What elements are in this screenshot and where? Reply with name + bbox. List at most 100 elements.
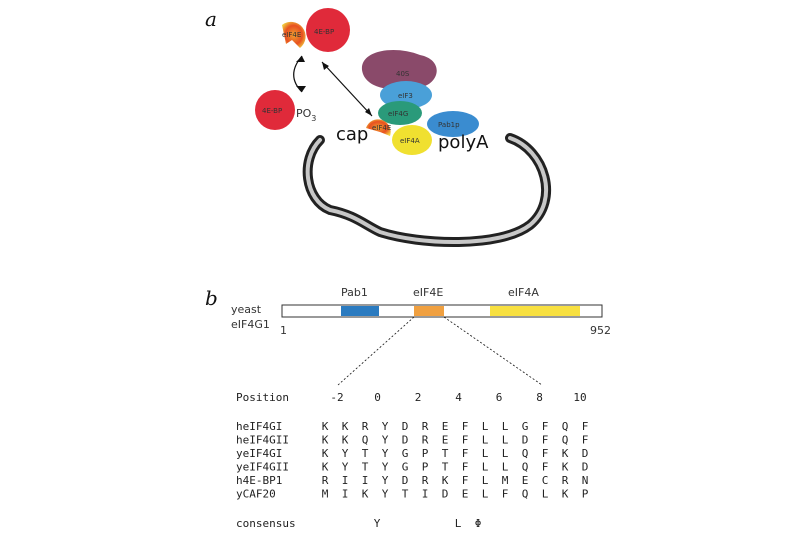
eif3-label: eIF3: [398, 92, 413, 100]
residue: D: [582, 447, 589, 460]
domain-eif4e-block: [414, 306, 444, 316]
eif4e-small-shape: [282, 21, 306, 48]
residue: F: [462, 434, 469, 447]
residue: G: [402, 447, 409, 460]
residue: Y: [342, 447, 349, 460]
eif4e-small-label: eIF4E: [282, 31, 301, 39]
consensus-y: Y: [374, 517, 381, 530]
consensus-l: L: [455, 517, 462, 530]
cap-label: cap: [336, 124, 368, 145]
sequence-name: heIF4GII: [236, 434, 289, 447]
residue: E: [442, 420, 449, 433]
end-position: 952: [590, 324, 611, 337]
residue: K: [342, 420, 349, 433]
position-tick: 0: [374, 391, 381, 404]
residue: P: [422, 461, 429, 474]
consensus-label: consensus: [236, 517, 296, 530]
residue: K: [442, 474, 449, 487]
residue: F: [542, 434, 549, 447]
residue: E: [522, 474, 529, 487]
residue: T: [442, 447, 449, 460]
domain-label-eif4a: eIF4A: [508, 286, 539, 299]
residue: M: [322, 488, 329, 501]
eif4a: eIF4A: [392, 125, 432, 155]
residue: K: [322, 461, 329, 474]
position-tick: 4: [455, 391, 462, 404]
residue: F: [462, 474, 469, 487]
residue: Q: [522, 488, 529, 501]
residue: R: [322, 474, 329, 487]
eif4e-4ebp-complex: eIF4E 4E-BP: [282, 8, 350, 52]
40s-subunit: 40S: [361, 50, 437, 90]
residue: K: [322, 447, 329, 460]
pab1p: Pab1p: [427, 111, 479, 137]
residue: F: [462, 447, 469, 460]
start-position: 1: [280, 324, 287, 337]
sequence-name: h4E-BP1: [236, 474, 282, 487]
residue: Y: [382, 488, 389, 501]
arrows: [293, 55, 373, 117]
protein-name-line2: eIF4G1: [231, 318, 270, 331]
residue: T: [362, 461, 369, 474]
position-label: Position: [236, 391, 289, 404]
position-tick: 8: [536, 391, 543, 404]
residue: K: [342, 434, 349, 447]
residue: C: [542, 474, 549, 487]
residue: N: [582, 474, 589, 487]
residue: D: [402, 434, 409, 447]
domain-pab1-block: [341, 306, 379, 316]
pab1p-label: Pab1p: [438, 121, 460, 129]
residue: F: [502, 488, 509, 501]
residue: G: [522, 420, 529, 433]
panel-b-letter: b: [205, 286, 218, 310]
40s-label: 40S: [396, 70, 410, 78]
residue: F: [542, 420, 549, 433]
eif4g: eIF4G: [378, 101, 422, 125]
residue: F: [582, 434, 589, 447]
residue: E: [442, 434, 449, 447]
residue: Q: [522, 447, 529, 460]
residue: L: [482, 420, 489, 433]
residue: R: [562, 474, 569, 487]
residue: R: [422, 434, 429, 447]
domain-label-eif4e: eIF4E: [413, 286, 443, 299]
residue: T: [402, 488, 409, 501]
residue: F: [462, 461, 469, 474]
residue: D: [442, 488, 449, 501]
residue: Q: [362, 434, 369, 447]
residue: I: [342, 488, 349, 501]
residue: L: [502, 447, 509, 460]
residue: D: [522, 434, 529, 447]
residue: Q: [522, 461, 529, 474]
sequence-name: yeIF4GI: [236, 447, 282, 460]
residue: L: [482, 488, 489, 501]
residue: F: [542, 447, 549, 460]
sequence-name: yCAF20: [236, 488, 276, 501]
4ebp-phospho: 4E-BP PO3: [255, 90, 316, 130]
residue: R: [362, 420, 369, 433]
residue: P: [582, 488, 589, 501]
residue: L: [542, 488, 549, 501]
residue: L: [502, 434, 509, 447]
residue: Y: [382, 461, 389, 474]
zoom-lines: [337, 316, 543, 386]
4ebp-top-label: 4E-BP: [314, 28, 334, 36]
sequence-name: heIF4GI: [236, 420, 282, 433]
residue: Y: [382, 420, 389, 433]
residue: Q: [562, 434, 569, 447]
residue: K: [322, 420, 329, 433]
residue: K: [562, 488, 569, 501]
residue: L: [502, 420, 509, 433]
residue: D: [582, 461, 589, 474]
eif4e-cap-label: eIF4E: [372, 124, 391, 132]
residue: R: [422, 420, 429, 433]
